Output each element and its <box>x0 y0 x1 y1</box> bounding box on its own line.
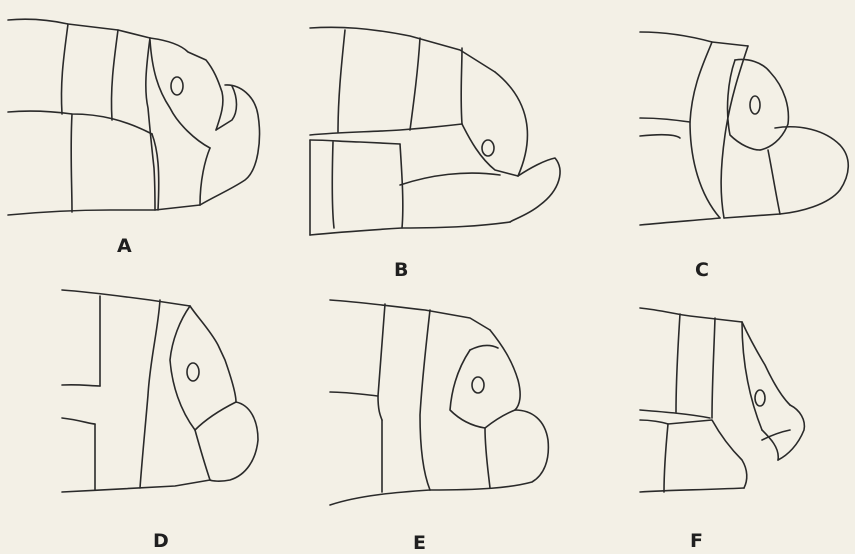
panel-a-drawing <box>8 19 259 215</box>
panel-label-c: C <box>695 261 709 280</box>
panel-label-d: D <box>153 532 169 551</box>
panel-label-e: E <box>413 534 426 553</box>
panel-f-drawing <box>640 308 804 492</box>
panel-d-drawing <box>62 290 258 492</box>
panel-label-f: F <box>690 532 703 551</box>
panel-b-drawing <box>310 27 560 235</box>
panel-c-drawing <box>640 32 848 225</box>
panel-label-b: B <box>394 261 408 280</box>
panel-e-drawing <box>330 300 548 505</box>
panel-label-a: A <box>117 237 132 256</box>
